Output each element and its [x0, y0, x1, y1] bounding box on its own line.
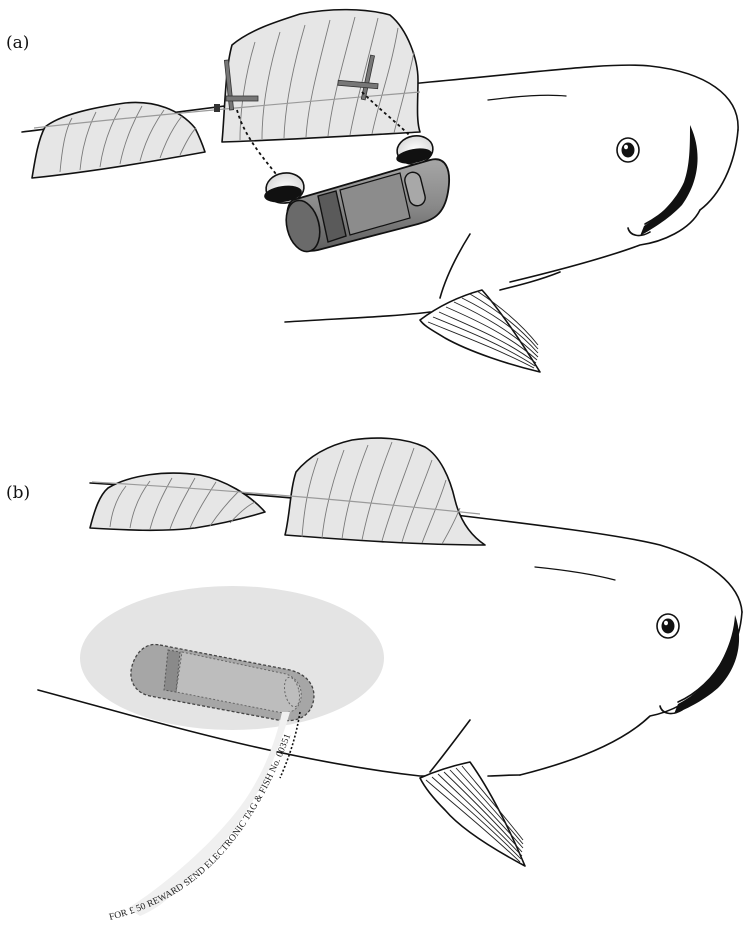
tag-streamer-text: FOR £ 50 REWARD SEND ELECTRONIC TAG & FI… — [108, 732, 293, 922]
fish-b-eye — [657, 614, 679, 638]
fish-b-pectoral-fin — [420, 762, 525, 866]
fish-a-eye — [617, 138, 639, 162]
fish-a-pectoral-fin — [420, 290, 540, 372]
external-tag-streamer: FOR £ 50 REWARD SEND ELECTRONIC TAG & FI… — [108, 712, 300, 923]
tag-text-path: FOR £ 50 REWARD SEND ELECTRONIC TAG & FI… — [108, 732, 293, 922]
fish-a-mouth — [628, 125, 698, 236]
panel-a-label: (a) — [6, 33, 29, 53]
panel-a: (a) — [6, 10, 738, 372]
panel-b: (b) — [6, 438, 742, 923]
external-transmitter — [263, 133, 449, 255]
fish-b-front-dorsal-fin — [285, 438, 485, 545]
panel-b-label: (b) — [6, 483, 30, 503]
fish-b-rear-dorsal-fin — [90, 473, 265, 530]
fish-a-front-dorsal-fin — [222, 10, 420, 142]
